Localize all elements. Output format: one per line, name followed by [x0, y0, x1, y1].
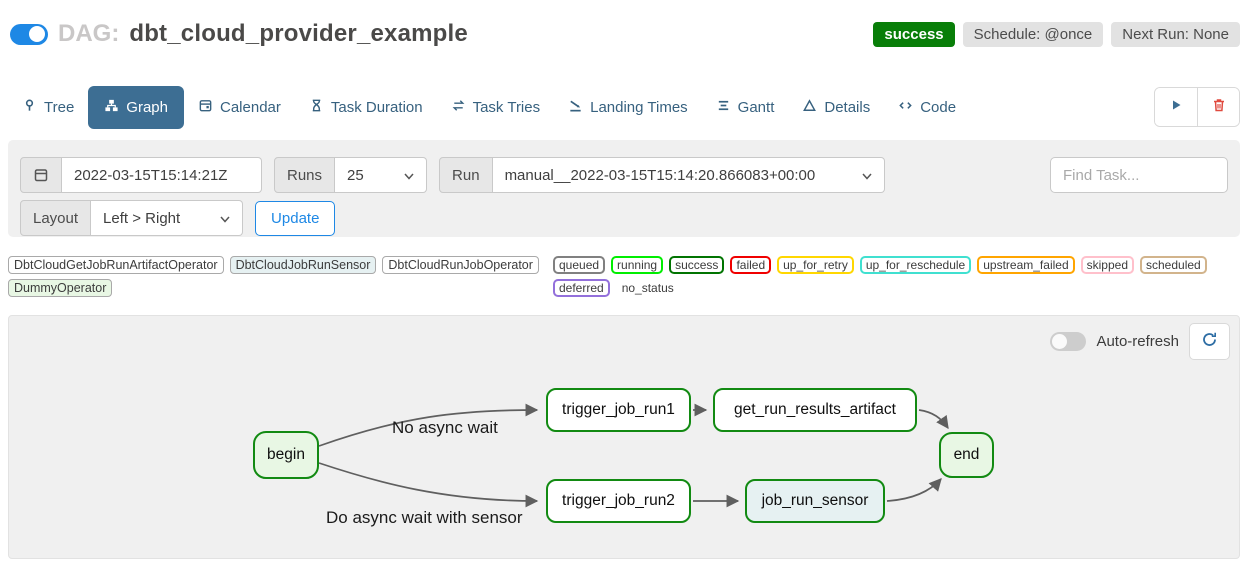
- repeat-icon: [451, 98, 466, 117]
- calendar-icon: [198, 98, 213, 117]
- gantt-bars-icon: [716, 98, 731, 117]
- run-label: Run: [439, 157, 493, 193]
- code-icon: [898, 98, 913, 117]
- chevron-down-icon: [404, 167, 414, 184]
- operator-badge: DbtCloudRunJobOperator: [382, 256, 539, 274]
- tab-gantt[interactable]: Gantt: [702, 88, 789, 127]
- tab-calendar[interactable]: Calendar: [184, 88, 295, 127]
- status-legend-badge: up_for_retry: [777, 256, 854, 274]
- layout-select[interactable]: Left > Right: [91, 200, 244, 236]
- dag-header: DAG: dbt_cloud_provider_example success …: [10, 12, 1240, 56]
- calendar-icon[interactable]: [20, 157, 62, 193]
- status-legend-badge: deferred: [553, 279, 610, 297]
- tab-landing-times[interactable]: Landing Times: [554, 88, 702, 127]
- play-icon: [1168, 97, 1184, 118]
- status-legend-badge: queued: [553, 256, 606, 274]
- dag-pause-toggle[interactable]: [10, 23, 48, 45]
- tab-task-tries[interactable]: Task Tries: [437, 88, 555, 127]
- refresh-button[interactable]: [1189, 323, 1230, 360]
- update-button[interactable]: Update: [255, 200, 336, 236]
- task-node-get-run-results-artifact[interactable]: get_run_results_artifact: [713, 388, 917, 432]
- filter-bar: Runs 25 Run manual__2022-03-15T15:14:20.…: [8, 140, 1240, 237]
- trash-icon: [1211, 97, 1227, 118]
- find-task-input[interactable]: [1050, 157, 1228, 193]
- triangle-icon: [802, 98, 817, 117]
- status-legend-badge: failed: [730, 256, 772, 274]
- execution-date-input[interactable]: [62, 157, 262, 193]
- status-legend-badge: upstream_failed: [977, 256, 1075, 274]
- toggle-knob: [29, 26, 45, 42]
- status-badge[interactable]: success: [873, 21, 955, 47]
- status-legend-badge: up_for_reschedule: [859, 256, 972, 274]
- toggle-knob: [1052, 334, 1068, 349]
- delete-dag-button[interactable]: [1197, 88, 1239, 126]
- auto-refresh-toggle[interactable]: [1050, 332, 1087, 351]
- tab-graph[interactable]: Graph: [88, 85, 184, 129]
- landing-plane-icon: [568, 98, 583, 117]
- status-legend-badge: skipped: [1080, 256, 1134, 274]
- status-legend-badge: success: [669, 256, 725, 274]
- status-legend-badge: running: [611, 256, 664, 274]
- task-node-begin[interactable]: begin: [253, 431, 319, 479]
- chevron-down-icon: [220, 210, 230, 227]
- trigger-dag-button[interactable]: [1155, 88, 1197, 126]
- operator-badge: DbtCloudJobRunSensor: [229, 256, 377, 274]
- task-node-job-run-sensor[interactable]: job_run_sensor: [745, 479, 885, 523]
- operator-legend: DbtCloudGetJobRunArtifactOperator DbtClo…: [8, 256, 553, 297]
- hourglass-icon: [309, 98, 324, 117]
- tree-icon: [22, 98, 37, 117]
- operator-badge: DummyOperator: [8, 279, 113, 297]
- graph-icon: [104, 98, 119, 117]
- tab-code[interactable]: Code: [884, 88, 970, 127]
- runs-label: Runs: [274, 157, 336, 193]
- status-legend-badge: no_status: [621, 281, 674, 295]
- task-node-end[interactable]: end: [939, 432, 994, 478]
- refresh-icon: [1201, 331, 1218, 353]
- tab-details[interactable]: Details: [788, 88, 884, 127]
- dag-edges: [318, 403, 949, 508]
- page-title: dbt_cloud_provider_example: [129, 20, 468, 47]
- header-badges: success Schedule: @once Next Run: None: [873, 21, 1240, 47]
- graph-panel: Auto-refresh No async wait Do async wait…: [8, 315, 1240, 559]
- legend: DbtCloudGetJobRunArtifactOperator DbtClo…: [8, 256, 1240, 297]
- schedule-badge: Schedule: @once: [962, 21, 1104, 47]
- tab-tree[interactable]: Tree: [8, 88, 88, 127]
- status-legend-badge: scheduled: [1140, 256, 1207, 274]
- layout-label: Layout: [20, 200, 92, 236]
- edge-label: Do async wait with sensor: [326, 508, 523, 527]
- tab-task-duration[interactable]: Task Duration: [295, 88, 437, 127]
- view-tabbar: Tree Graph Calendar Task Duration Task T…: [8, 84, 1240, 130]
- next-run-badge: Next Run: None: [1111, 21, 1240, 47]
- dag-action-buttons: [1154, 87, 1240, 127]
- run-select[interactable]: manual__2022-03-15T15:14:20.866083+00:00: [492, 157, 885, 193]
- runs-select[interactable]: 25: [335, 157, 428, 193]
- auto-refresh-label: Auto-refresh: [1096, 333, 1179, 350]
- chevron-down-icon: [862, 167, 872, 184]
- dag-label: DAG:: [58, 20, 120, 47]
- task-node-trigger-job-run1[interactable]: trigger_job_run1: [546, 388, 691, 432]
- edge-label: No async wait: [392, 418, 498, 437]
- operator-badge: DbtCloudGetJobRunArtifactOperator: [8, 256, 224, 274]
- task-node-trigger-job-run2[interactable]: trigger_job_run2: [546, 479, 691, 523]
- status-legend: queued running success failed up_for_ret…: [553, 256, 1240, 297]
